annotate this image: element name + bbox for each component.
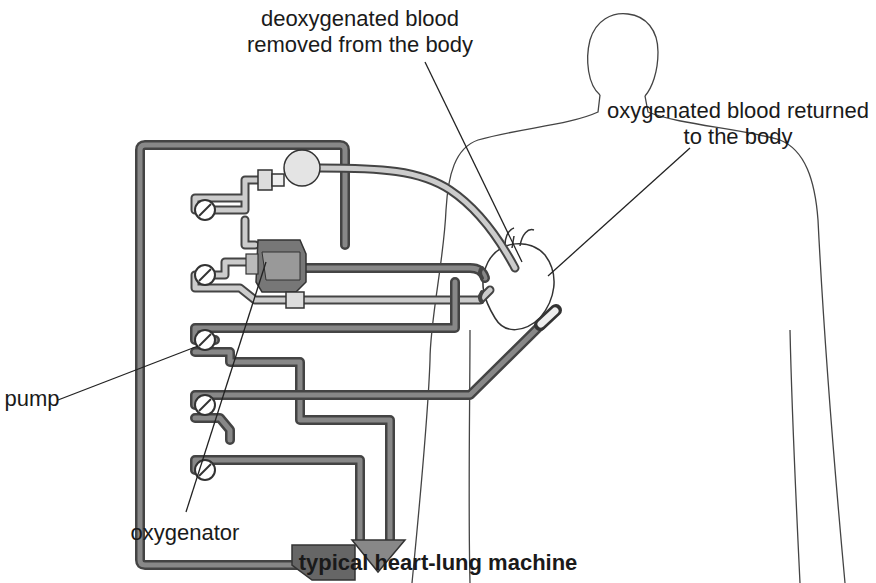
callout-label: pump	[2, 386, 62, 412]
leader-lines	[58, 62, 690, 512]
tubing	[140, 145, 556, 565]
figure-caption: typical heart-lung machine	[0, 550, 876, 576]
callout-label: oxygenator	[120, 520, 250, 546]
callout-label: deoxygenated blood removed from the body	[235, 6, 485, 58]
inline-filter	[286, 292, 304, 308]
filter-bulb	[258, 150, 320, 190]
oxygenator	[246, 240, 306, 292]
callout-label: oxygenated blood returned to the body	[600, 98, 876, 150]
pumps	[195, 200, 215, 480]
